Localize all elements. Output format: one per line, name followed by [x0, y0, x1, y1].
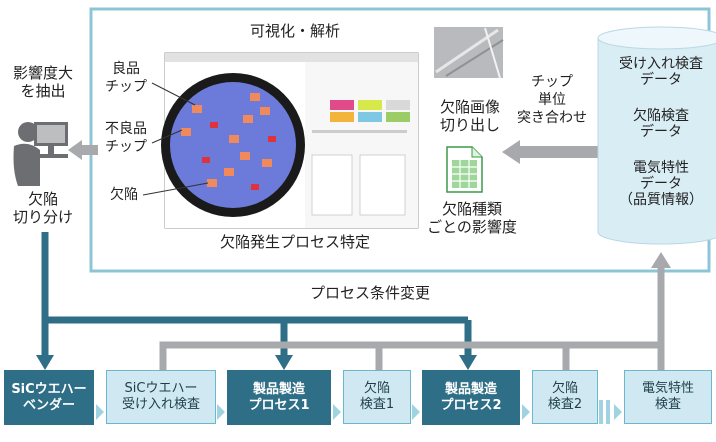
flow-step-process2: 製品製造 プロセス2: [422, 370, 520, 425]
sheet-caption: 欠陥種類 ごとの影響度: [427, 200, 517, 236]
flow-step-inspection1: 欠陥 検査1: [343, 370, 411, 424]
process-change-label: プロセス条件変更: [309, 284, 430, 302]
process1-arrowhead: [275, 355, 293, 370]
sort-label: 欠陥 切り分け: [12, 190, 73, 226]
flow-ellipsis-bar: [599, 400, 603, 424]
database-arrowhead: [651, 252, 671, 268]
flow-ellipsis-bar: [606, 400, 610, 424]
flow-chevron: [412, 404, 420, 420]
software-screenshot: [161, 52, 419, 229]
extract-arrowhead: [68, 140, 82, 160]
flow-step-inspection2: 欠陥 検査2: [532, 370, 598, 424]
good-chip-label: 良品 チップ: [105, 61, 147, 95]
flow-chevron: [96, 404, 104, 420]
bad-chip-label: 不良品 チップ: [105, 121, 147, 155]
defect-crop-image: [434, 27, 504, 79]
spreadsheet-icon: [446, 146, 483, 193]
flow-step-process1: 製品製造 プロセス1: [227, 370, 331, 425]
flow-chevron: [614, 404, 622, 420]
flow-step-sic-vendor: SiCウエハー ベンダー: [4, 370, 94, 425]
wafer-chip-markers: [181, 93, 276, 190]
chip-match-label: チップ 単位 突き合わせ: [517, 74, 587, 126]
flow-chevron: [522, 404, 530, 420]
screenshot-caption: 欠陥発生プロセス特定: [219, 233, 370, 251]
flow-chevron: [217, 404, 225, 420]
crop-caption: 欠陥画像 切り出し: [439, 98, 500, 134]
process2-arrowhead: [459, 355, 477, 370]
vendor-arrowhead: [36, 355, 54, 370]
database-body: [597, 38, 716, 245]
data-collection-line: [159, 268, 665, 372]
extract-label: 影響度大 を抽出: [12, 64, 73, 100]
database-item-defect: 欠陥検査 データ: [633, 108, 689, 140]
person-computer-icon: [13, 122, 68, 186]
flow-step-electrical: 電気特性 検査: [624, 370, 712, 424]
database-item-acceptance: 受け入れ検査 データ: [619, 56, 703, 88]
analysis-panel-title: 可視化・解析: [249, 22, 340, 40]
database-item-electrical: 電気特性 データ （品質情報）: [619, 160, 703, 208]
chip-match-arrowhead: [502, 140, 520, 164]
defect-label: 欠陥: [110, 187, 138, 203]
flow-step-sic-acceptance: SiCウエハー 受け入れ検査: [106, 370, 216, 424]
good-chip-leader: [151, 82, 196, 106]
database-top: [597, 26, 716, 50]
flow-chevron: [333, 404, 341, 420]
defect-leader: [142, 182, 209, 196]
bad-chip-leader: [151, 129, 183, 144]
